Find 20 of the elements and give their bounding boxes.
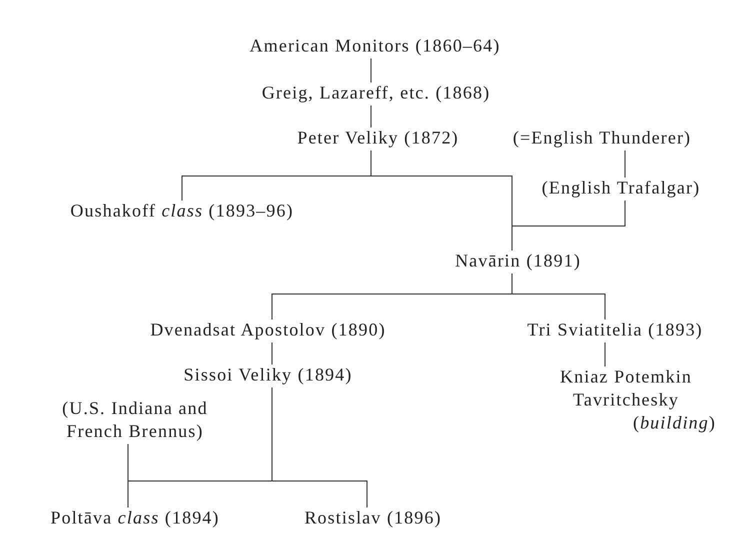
ship-name: Peter Veliky (1872) — [297, 126, 459, 150]
lineage-line — [128, 444, 368, 508]
ship-name: Oushakoff class (1893–96) — [70, 200, 294, 222]
lineage-line — [604, 342, 606, 367]
lineage-line — [624, 150, 626, 178]
ship-name: Sissoi Veliky (1894) — [184, 364, 352, 386]
ship-name: Tri Sviatitelia (1893) — [527, 318, 703, 342]
ship-name: Poltāva class (1894) — [50, 506, 220, 530]
ship-name: (U.S. Indiana and French Brennus) — [50, 397, 220, 443]
lineage-line — [512, 200, 626, 251]
status-note: (building) — [632, 412, 716, 434]
lineage-line — [370, 58, 372, 83]
lineage-line — [370, 105, 372, 128]
ship-name: Dvenadsat Apostolov (1890) — [150, 318, 386, 342]
ship-name: Rostislav (1896) — [304, 506, 442, 530]
ship-name: Navārin (1891) — [455, 250, 581, 272]
ship-name: American Monitors (1860–64) — [250, 34, 500, 58]
ship-name: (=English Thunderer) — [512, 126, 692, 150]
ship-name: Greig, Lazareff, etc. (1868) — [262, 82, 490, 104]
ship-name: (English Trafalgar) — [542, 176, 700, 200]
